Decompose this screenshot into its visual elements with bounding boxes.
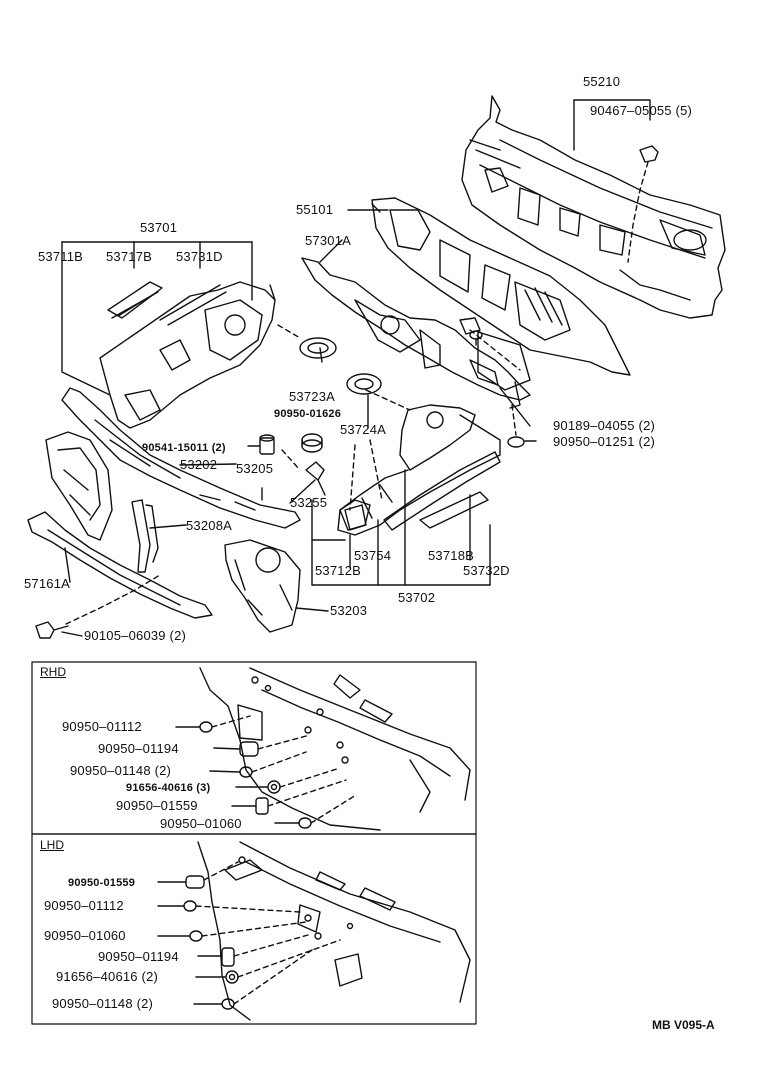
label-55210: 55210 bbox=[583, 74, 621, 89]
support-side-53202 bbox=[45, 431, 113, 541]
lhd-item-90950-01194: 90950–01194 bbox=[98, 949, 179, 964]
lhd-title: LHD bbox=[40, 838, 65, 852]
label-90467-05055: 90467–05055 (5) bbox=[590, 103, 693, 118]
lhd-panel-view bbox=[197, 841, 471, 1021]
rhd-leaders bbox=[175, 726, 300, 824]
dash-insulator-55101 bbox=[371, 197, 631, 391]
bolt-90105-06039 bbox=[35, 574, 161, 639]
lhd-box bbox=[31, 833, 477, 1025]
label-53723A: 53723A bbox=[289, 389, 336, 404]
lower-support-57161A bbox=[27, 511, 213, 619]
rhd-item-90950-01112: 90950–01112 bbox=[62, 719, 142, 734]
cap-90541-15011 bbox=[259, 434, 275, 455]
lhd-item-90950-01148: 90950–01148 (2) bbox=[52, 996, 154, 1011]
label-53202: 53202 bbox=[180, 457, 218, 472]
label-90541-15011: 90541-15011 (2) bbox=[142, 442, 226, 454]
bracket-53754 bbox=[344, 504, 367, 531]
lhd-item-90950-01060: 90950–01060 bbox=[44, 928, 126, 943]
headlamp-support-53203 bbox=[224, 539, 301, 633]
label-53712B: 53712B bbox=[315, 563, 362, 578]
apron-group-53701 bbox=[99, 281, 276, 429]
label-53724A: 53724A bbox=[340, 422, 387, 437]
label-57161A: 57161A bbox=[24, 576, 71, 591]
label-53255: 53255 bbox=[290, 495, 328, 510]
label-53732D: 53732D bbox=[463, 563, 510, 578]
main-leader-lines bbox=[61, 209, 537, 637]
label-90950-01626: 90950-01626 bbox=[274, 408, 342, 420]
label-90105-06039: 90105–06039 (2) bbox=[84, 628, 187, 643]
rhd-item-90950-01194: 90950–01194 bbox=[98, 741, 179, 756]
cowl-57301A bbox=[301, 257, 531, 409]
rhd-item-90950-01148: 90950–01148 (2) bbox=[70, 763, 172, 778]
rhd-item-91656-40616: 91656-40616 (3) bbox=[126, 782, 211, 794]
label-55101: 55101 bbox=[296, 202, 334, 217]
label-53208A: 53208A bbox=[186, 518, 233, 533]
radiator-support-upper-53205 bbox=[61, 387, 301, 529]
label-53731D: 53731D bbox=[176, 249, 223, 264]
plug-90950-01626 bbox=[301, 433, 323, 453]
label-53754: 53754 bbox=[354, 548, 392, 563]
rhd-fasteners bbox=[199, 721, 312, 829]
grommet-53724A bbox=[346, 373, 382, 395]
label-53718B: 53718B bbox=[428, 548, 475, 563]
rhd-item-90950-01559: 90950–01559 bbox=[116, 798, 198, 813]
plug-90950-01251 bbox=[507, 436, 525, 448]
label-53701: 53701 bbox=[140, 220, 178, 235]
bracket-53701 bbox=[61, 241, 253, 396]
dash-panel-55210 bbox=[461, 95, 726, 319]
lhd-leaders bbox=[157, 881, 227, 1005]
label-53702: 53702 bbox=[398, 590, 436, 605]
bracket-53702 bbox=[311, 469, 491, 586]
label-53203: 53203 bbox=[330, 603, 368, 618]
diagram-code: MB V095-A bbox=[652, 1018, 715, 1032]
rhd-title: RHD bbox=[40, 665, 66, 679]
rhd-dashed bbox=[211, 715, 357, 824]
clip-90189-04055 bbox=[469, 330, 483, 346]
lhd-dashed bbox=[195, 861, 341, 1005]
rhd-panel-view bbox=[199, 667, 471, 831]
lhd-item-90950-01112: 90950–01112 bbox=[44, 898, 124, 913]
label-53711B: 53711B bbox=[38, 249, 84, 264]
grommet-53723A bbox=[299, 337, 337, 359]
label-57301A: 57301A bbox=[305, 233, 352, 248]
brace-53208A bbox=[131, 499, 159, 573]
dashed-leaders bbox=[277, 324, 521, 511]
label-53717B: 53717B bbox=[106, 249, 153, 264]
lhd-item-90950-01559: 90950-01559 bbox=[68, 877, 136, 889]
label-90189-04055: 90189–04055 (2) bbox=[553, 418, 656, 433]
rhd-item-90950-01060: 90950–01060 bbox=[160, 816, 242, 831]
lhd-item-91656-40616: 91656–40616 (2) bbox=[56, 969, 159, 984]
bolt-90467-05055 bbox=[573, 99, 659, 263]
label-53205: 53205 bbox=[236, 461, 274, 476]
label-90950-01251: 90950–01251 (2) bbox=[553, 434, 656, 449]
